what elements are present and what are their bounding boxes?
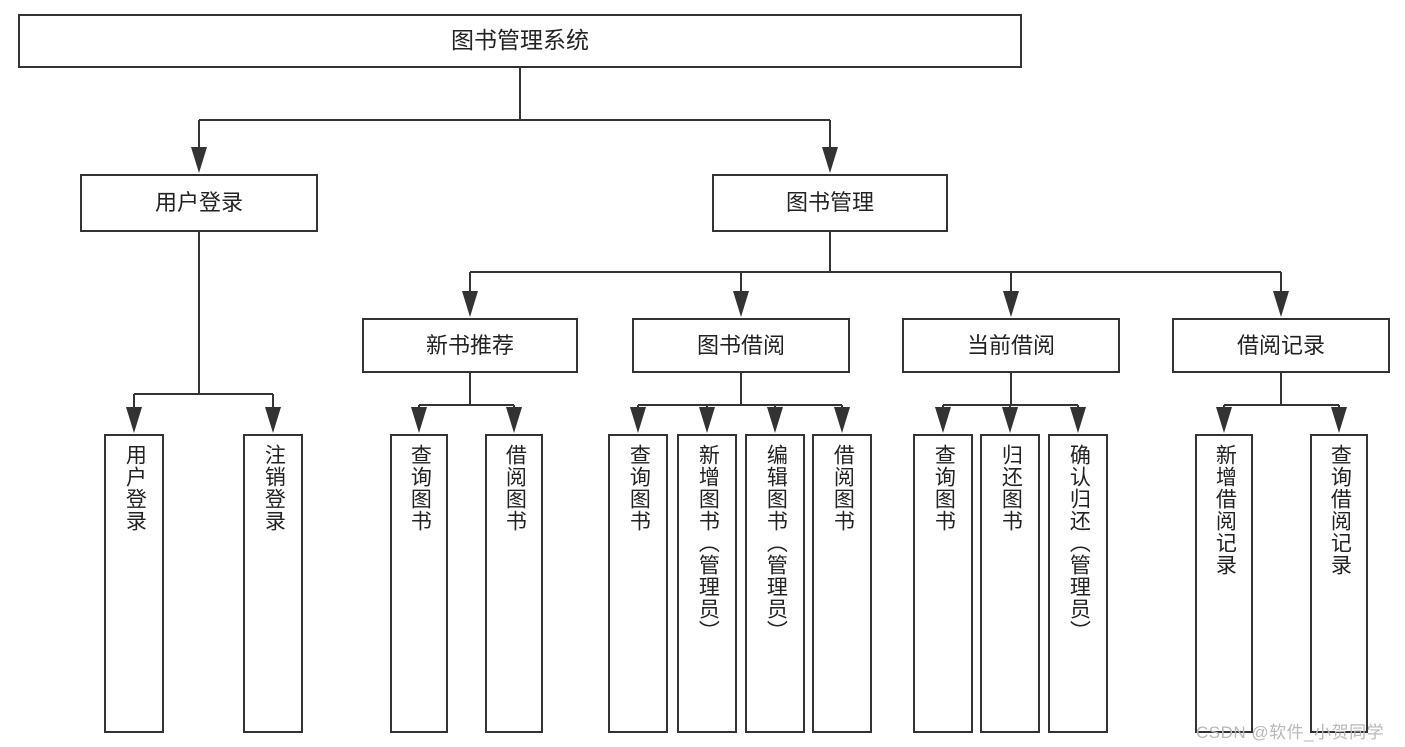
node-label-book-admin: 图书管理 bbox=[785, 190, 874, 216]
arrowhead-new-book-rec-to-leaf-borrow-book-1 bbox=[506, 407, 522, 433]
node-label-leaf-confirm-return: 确认归还（管理员） bbox=[1067, 444, 1091, 642]
node-leaf-borrow-book-2[interactable]: 借阅图书 bbox=[812, 434, 872, 733]
arrowhead-current-borrow-to-leaf-confirm-return bbox=[1070, 407, 1086, 433]
arrowhead-book-admin-to-new-book-rec bbox=[462, 291, 478, 317]
node-leaf-add-record[interactable]: 新增借阅记录 bbox=[1195, 434, 1253, 733]
node-root[interactable]: 图书管理系统 bbox=[18, 14, 1022, 68]
arrowhead-root-to-book-admin bbox=[822, 147, 838, 173]
node-leaf-query-book-1[interactable]: 查询图书 bbox=[390, 434, 448, 733]
node-label-leaf-query-book-2: 查询图书 bbox=[627, 444, 651, 532]
node-label-leaf-user-login: 用户登录 bbox=[123, 444, 147, 532]
node-label-user-login: 用户登录 bbox=[154, 190, 243, 216]
node-label-new-book-rec: 新书推荐 bbox=[425, 332, 514, 358]
node-borrow-record[interactable]: 借阅记录 bbox=[1172, 318, 1390, 373]
node-new-book-rec[interactable]: 新书推荐 bbox=[362, 318, 578, 373]
node-label-leaf-query-book-1: 查询图书 bbox=[408, 444, 432, 532]
arrowhead-book-borrow-to-leaf-borrow-book-2 bbox=[834, 407, 850, 433]
node-leaf-edit-book[interactable]: 编辑图书（管理员） bbox=[745, 434, 805, 733]
node-leaf-return-book[interactable]: 归还图书 bbox=[980, 434, 1040, 733]
arrowhead-current-borrow-to-leaf-query-book-3 bbox=[935, 407, 951, 433]
node-leaf-logout[interactable]: 注销登录 bbox=[243, 434, 303, 733]
arrowhead-user-login-to-leaf-logout bbox=[265, 407, 281, 433]
node-label-leaf-borrow-book-2: 借阅图书 bbox=[831, 444, 855, 532]
arrowhead-book-admin-to-borrow-record bbox=[1273, 291, 1289, 317]
node-label-leaf-edit-book: 编辑图书（管理员） bbox=[764, 444, 788, 642]
node-book-borrow[interactable]: 图书借阅 bbox=[632, 318, 850, 373]
node-label-book-borrow: 图书借阅 bbox=[696, 332, 785, 358]
arrowhead-borrow-record-to-leaf-add-record bbox=[1216, 407, 1232, 433]
node-label-borrow-record: 借阅记录 bbox=[1236, 332, 1325, 358]
arrowhead-book-borrow-to-leaf-query-book-2 bbox=[630, 407, 646, 433]
node-leaf-query-book-3[interactable]: 查询图书 bbox=[913, 434, 973, 733]
node-label-current-borrow: 当前借阅 bbox=[966, 332, 1055, 358]
node-user-login[interactable]: 用户登录 bbox=[80, 174, 318, 232]
arrowhead-user-login-to-leaf-user-login bbox=[126, 407, 142, 433]
node-label-leaf-logout: 注销登录 bbox=[262, 444, 286, 532]
arrowhead-current-borrow-to-leaf-return-book bbox=[1002, 407, 1018, 433]
arrowhead-book-admin-to-current-borrow bbox=[1003, 291, 1019, 317]
node-label-leaf-add-record: 新增借阅记录 bbox=[1213, 444, 1237, 576]
node-current-borrow[interactable]: 当前借阅 bbox=[902, 318, 1120, 373]
watermark-text: CSDN @软件_小贺同学 bbox=[1196, 723, 1385, 742]
arrowhead-book-borrow-to-leaf-add-book bbox=[699, 407, 715, 433]
arrowhead-borrow-record-to-leaf-query-record bbox=[1331, 407, 1347, 433]
node-book-admin[interactable]: 图书管理 bbox=[712, 174, 948, 232]
node-label-root: 图书管理系统 bbox=[451, 27, 589, 54]
node-leaf-user-login[interactable]: 用户登录 bbox=[104, 434, 164, 733]
arrowhead-book-admin-to-book-borrow bbox=[733, 291, 749, 317]
node-label-leaf-borrow-book-1: 借阅图书 bbox=[503, 444, 527, 532]
node-label-leaf-add-book: 新增图书（管理员） bbox=[696, 444, 720, 642]
node-label-leaf-return-book: 归还图书 bbox=[999, 444, 1023, 532]
node-leaf-add-book[interactable]: 新增图书（管理员） bbox=[677, 434, 737, 733]
node-label-leaf-query-record: 查询借阅记录 bbox=[1328, 444, 1352, 576]
node-leaf-borrow-book-1[interactable]: 借阅图书 bbox=[485, 434, 543, 733]
arrowhead-new-book-rec-to-leaf-query-book-1 bbox=[411, 407, 427, 433]
arrowhead-book-borrow-to-leaf-edit-book bbox=[767, 407, 783, 433]
node-leaf-query-book-2[interactable]: 查询图书 bbox=[608, 434, 668, 733]
node-leaf-query-record[interactable]: 查询借阅记录 bbox=[1310, 434, 1368, 733]
node-label-leaf-query-book-3: 查询图书 bbox=[932, 444, 956, 532]
node-leaf-confirm-return[interactable]: 确认归还（管理员） bbox=[1048, 434, 1108, 733]
arrowhead-root-to-user-login bbox=[191, 147, 207, 173]
